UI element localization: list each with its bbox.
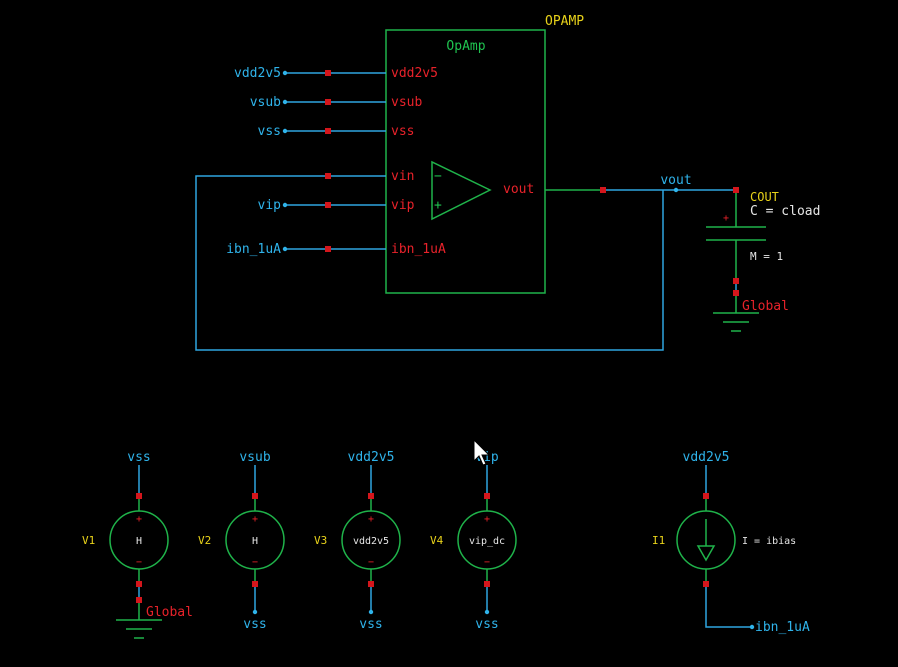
pin-marker [325, 246, 331, 252]
pin-marker [136, 581, 142, 587]
isource-param: I = ibias [742, 536, 796, 547]
source-v4[interactable]: vip + − vip_dc V4 vss [430, 450, 517, 632]
pin-marker [136, 597, 142, 603]
opamp-instance-name: OPAMP [545, 14, 584, 29]
opamp-pin-label-vdd: vdd2v5 [391, 66, 438, 81]
source-v3[interactable]: vdd2v5 + − vdd2v5 V3 vss [314, 450, 401, 632]
net-dot [282, 128, 288, 134]
net-label-vdd2v5: vdd2v5 [234, 66, 281, 81]
source-minus-sign: − [368, 557, 374, 568]
pin-marker [703, 493, 709, 499]
pin-marker [484, 493, 490, 499]
pin-marker [325, 202, 331, 208]
current-source-i1[interactable]: vdd2v5 I1 I = ibias ibn_1uA [652, 450, 810, 635]
net-label-ibn: ibn_1uA [226, 242, 281, 257]
source-plus-sign: + [136, 514, 142, 525]
net-dot [368, 609, 374, 615]
source-plus-sign: + [252, 514, 258, 525]
source-bottom-net: vss [359, 617, 382, 632]
net-dot [252, 609, 258, 615]
net-label-vip: vip [258, 198, 282, 213]
input-nets[interactable]: vdd2v5 vsub vss vip ibn_1uA [195, 66, 664, 351]
pin-marker [484, 581, 490, 587]
pin-marker [733, 187, 739, 193]
source-instance-name: V2 [198, 534, 211, 547]
pin-marker [733, 290, 739, 296]
opamp-pin-label-vss: vss [391, 124, 414, 139]
source-v2[interactable]: vsub + − H V2 vss [198, 450, 285, 632]
pin-marker [600, 187, 606, 193]
net-dot [484, 609, 490, 615]
wire-feedback-vin[interactable] [195, 175, 664, 351]
pin-marker [325, 70, 331, 76]
voltage-sources[interactable]: vss + − H V1 Global vsub + [82, 450, 517, 639]
cap-plus-sign: + [723, 213, 729, 224]
source-ground-label: Global [146, 605, 193, 620]
source-minus-sign: − [136, 557, 142, 568]
output-net[interactable]: vout [545, 173, 736, 193]
isource-bottom-wire [705, 587, 752, 628]
source-bottom-net: vss [243, 617, 266, 632]
pin-marker [325, 128, 331, 134]
opamp-pin-label-ibn: ibn_1uA [391, 242, 446, 257]
opamp-pin-label-vsub: vsub [391, 95, 422, 110]
opamp-cell-name: OpAmp [446, 39, 485, 54]
source-minus-sign: − [252, 557, 258, 568]
opamp-pin-label-vout: vout [503, 182, 534, 197]
source-bottom-net: vss [475, 617, 498, 632]
source-value: H [252, 536, 258, 547]
opamp-instance[interactable]: OPAMP OpAmp − + vdd2v5 vsub vss vin vip … [385, 14, 584, 294]
opamp-triangle-icon [431, 160, 492, 221]
isource-top-net: vdd2v5 [683, 450, 730, 465]
pin-marker [733, 278, 739, 284]
source-instance-name: V4 [430, 534, 444, 547]
cap-param-c: C = cload [750, 204, 820, 219]
source-instance-name: V3 [314, 534, 327, 547]
current-arrow-head-icon [696, 545, 716, 562]
label-clip-mask [796, 245, 836, 265]
cap-instance-name: COUT [750, 190, 779, 204]
opamp-box[interactable] [385, 29, 546, 294]
opamp-plus-sign: + [434, 198, 442, 213]
net-label-vss: vss [258, 124, 281, 139]
source-top-net: vsub [239, 450, 270, 465]
net-dot [749, 624, 755, 630]
cap-ground-label: Global [742, 299, 789, 314]
label-clip-mask [822, 528, 898, 550]
source-value: vdd2v5 [353, 536, 389, 547]
source-value: H [136, 536, 142, 547]
source-minus-sign: − [484, 557, 490, 568]
cap-param-m: M = 1 [750, 250, 783, 263]
pin-marker [252, 581, 258, 587]
source-top-net: vss [127, 450, 150, 465]
source-value: vip_dc [469, 536, 505, 547]
net-dot [282, 70, 288, 76]
isource-bottom-net: ibn_1uA [755, 620, 810, 635]
net-dot [282, 202, 288, 208]
opamp-minus-sign: − [434, 169, 442, 184]
pin-marker [368, 581, 374, 587]
opamp-pin-label-vin: vin [391, 169, 414, 184]
source-plus-sign: + [368, 514, 374, 525]
mouse-cursor-icon [473, 438, 491, 466]
capacitor-cout[interactable]: + COUT C = cload M = 1 Global [706, 187, 820, 332]
pin-marker [252, 493, 258, 499]
pin-marker [136, 493, 142, 499]
net-dot [282, 99, 288, 105]
isource-instance-name: I1 [652, 534, 665, 547]
source-v1[interactable]: vss + − H V1 Global [82, 450, 193, 639]
opamp-pin-label-vip: vip [391, 198, 415, 213]
net-dot [673, 187, 679, 193]
pin-marker [325, 173, 331, 179]
net-label-vsub: vsub [250, 95, 281, 110]
net-dot [282, 246, 288, 252]
source-instance-name: V1 [82, 534, 95, 547]
pin-marker [368, 493, 374, 499]
pin-marker [703, 581, 709, 587]
source-top-net: vdd2v5 [348, 450, 395, 465]
pin-marker [325, 99, 331, 105]
source-plus-sign: + [484, 514, 490, 525]
net-label-vout: vout [660, 173, 691, 188]
